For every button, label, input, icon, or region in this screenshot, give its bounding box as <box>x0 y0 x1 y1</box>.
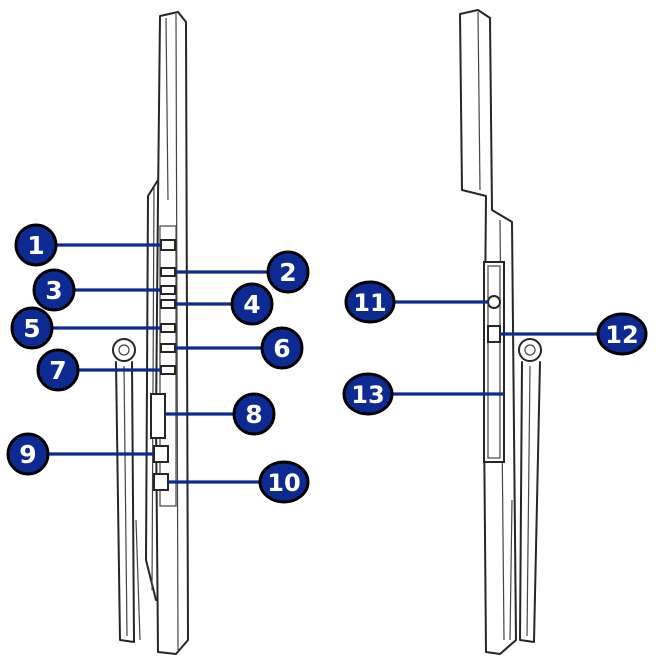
callout-label-9: 9 <box>19 440 36 469</box>
callout-label-6: 6 <box>273 334 290 363</box>
right-side-view <box>459 9 542 655</box>
right-stand-leg-inner <box>526 365 531 637</box>
optical-eject-button <box>487 295 501 309</box>
left-panel-inner-edge <box>165 17 169 201</box>
leader-lines <box>36 243 616 484</box>
callout-badge-8: 8 <box>232 392 276 436</box>
port-2 <box>160 267 176 277</box>
right-panel-bezel <box>477 11 481 191</box>
callout-label-5: 5 <box>23 314 40 343</box>
callout-label-12: 12 <box>605 321 638 349</box>
right-stand-leg <box>519 361 541 643</box>
left-panel-bezel <box>175 13 179 651</box>
callout-label-2: 2 <box>279 258 296 287</box>
callout-badge-11: 11 <box>344 280 396 324</box>
left-stand-leg-inner <box>123 365 128 637</box>
port-1 <box>160 239 176 251</box>
callout-badge-12: 12 <box>596 312 648 356</box>
right-panel-body <box>459 9 517 655</box>
usb-port-b <box>153 473 169 491</box>
port-4 <box>160 299 176 309</box>
left-rear-housing <box>145 179 159 601</box>
port-7 <box>160 365 176 375</box>
right-cable <box>509 499 513 641</box>
left-cable <box>135 519 141 641</box>
right-stand-hinge <box>518 338 542 362</box>
callout-badge-5: 5 <box>10 306 54 350</box>
card-reader-slot <box>150 393 166 439</box>
port-3 <box>160 285 176 295</box>
callout-badge-3: 3 <box>32 268 76 312</box>
right-stand-hinge-inner <box>524 344 536 356</box>
callout-badge-6: 6 <box>260 326 304 370</box>
callout-badge-1: 1 <box>14 223 58 267</box>
callout-badge-2: 2 <box>266 250 310 294</box>
left-stand-leg <box>115 361 135 643</box>
callout-badges: 1 2 3 4 5 6 7 <box>6 223 648 504</box>
left-side-view <box>112 11 189 655</box>
port-6 <box>160 343 176 353</box>
left-panel-body <box>155 11 189 655</box>
callout-label-10: 10 <box>267 469 300 497</box>
callout-label-3: 3 <box>45 276 62 305</box>
callout-label-4: 4 <box>243 290 260 319</box>
callout-badge-13: 13 <box>342 372 394 416</box>
optical-activity-indicator <box>487 325 501 343</box>
callout-badge-4: 4 <box>230 282 274 326</box>
callout-label-13: 13 <box>351 381 384 409</box>
optical-drive-tray <box>483 261 505 463</box>
callout-label-7: 7 <box>49 356 66 385</box>
left-stand-hinge <box>112 338 136 362</box>
callout-badge-10: 10 <box>258 460 310 504</box>
left-rear-housing-inner <box>151 185 155 591</box>
callout-label-1: 1 <box>27 231 44 260</box>
left-stand-hinge-inner <box>118 344 130 356</box>
callout-label-11: 11 <box>353 289 386 317</box>
callout-badge-7: 7 <box>36 348 80 392</box>
optical-drive-bezel <box>487 265 501 459</box>
usb-port-a <box>153 445 169 463</box>
port-5 <box>160 323 176 333</box>
callout-badge-9: 9 <box>6 432 50 476</box>
callout-label-8: 8 <box>245 400 262 429</box>
